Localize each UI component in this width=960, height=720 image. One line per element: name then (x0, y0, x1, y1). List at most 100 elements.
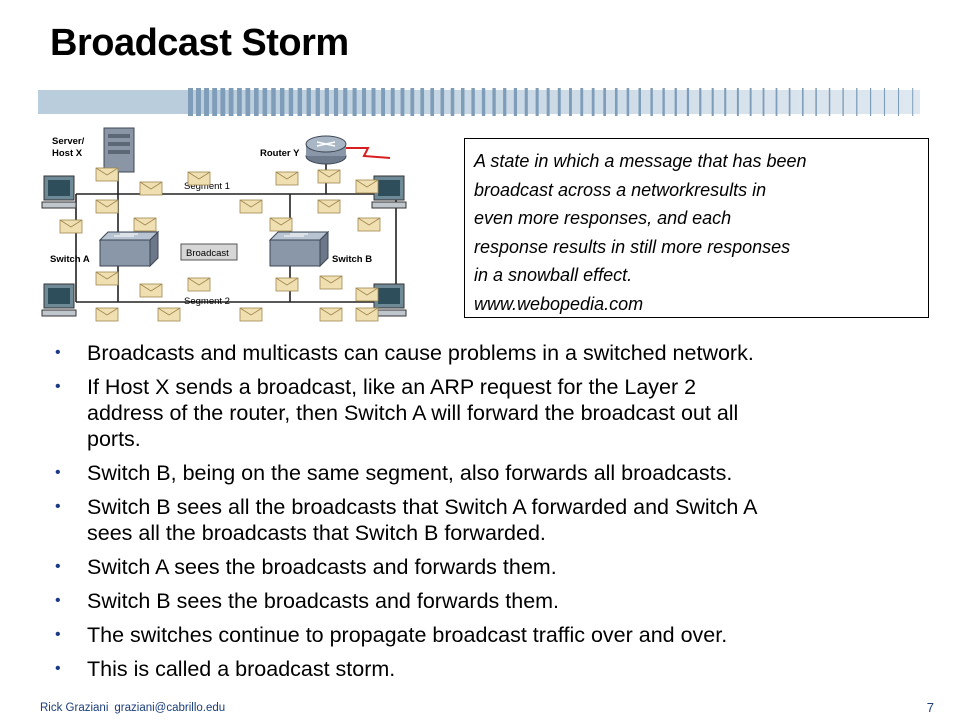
serial-link-icon (346, 147, 391, 159)
stripe (262, 88, 268, 116)
bullet-item: •If Host X sends a broadcast, like an AR… (55, 375, 739, 451)
stripe (674, 88, 677, 116)
stripe (869, 88, 872, 116)
pc-icon (371, 283, 407, 317)
stripe (400, 88, 405, 116)
stripe (333, 88, 339, 116)
envelope-icon (95, 307, 119, 322)
stripe (371, 88, 376, 116)
stripe (306, 88, 311, 116)
stripe (775, 88, 778, 116)
stripe (471, 88, 475, 116)
stripe (288, 88, 294, 116)
footer-author: Rick Graziani (40, 702, 109, 714)
definition-source: www.webopedia.com (474, 293, 644, 314)
server-icon (103, 127, 135, 173)
switch-b-icon (268, 230, 330, 268)
pc-icon (41, 283, 77, 317)
stripe (912, 88, 914, 116)
segment-2-label: Segment 2 (184, 296, 230, 307)
definition-line: in a snowball effect. (474, 265, 633, 285)
switch-b-label: Switch B (332, 254, 372, 265)
router-icon (305, 135, 347, 165)
envelope-icon (139, 181, 163, 196)
stripe (315, 88, 320, 116)
stripe (815, 88, 817, 116)
definition-line: broadcast across a networkresults in (474, 179, 767, 200)
stripe (245, 88, 251, 116)
bullet-dot-icon: • (55, 378, 61, 395)
envelope-icon (317, 169, 341, 184)
stripe (430, 88, 435, 116)
stripe (204, 88, 209, 116)
bullet-dot-icon: • (55, 592, 61, 609)
broadcast-label: Broadcast (186, 248, 229, 259)
envelope-icon (319, 307, 343, 322)
stripe (361, 88, 367, 116)
switch-a-label: Switch A (50, 254, 90, 265)
envelope-icon (317, 199, 341, 214)
envelope-icon (139, 283, 163, 298)
bullet-item: •Broadcasts and multicasts can cause pro… (55, 341, 754, 365)
bullet-dot-icon: • (55, 626, 61, 643)
definition-box: A state in which a message that has been… (464, 138, 929, 318)
stripe (420, 88, 425, 116)
stripe (390, 88, 395, 116)
stripe (524, 88, 528, 116)
page-number: 7 (926, 700, 934, 715)
bullet-dot-icon: • (55, 498, 61, 515)
router-y-label: Router Y (260, 148, 300, 159)
envelope-icon (133, 217, 157, 232)
broadcast-storm-diagram: Server/ Host X Router Y Segment 1 Segmen… (41, 127, 407, 322)
stripe (580, 88, 584, 116)
stripe (492, 88, 496, 116)
broadcast-label-box (180, 243, 238, 261)
stripe (381, 88, 386, 116)
definition-line: response results in still more responses (474, 236, 791, 257)
envelope-icon (95, 167, 119, 182)
stripe (343, 88, 348, 116)
bullet-item: •Switch B sees all the broadcasts that S… (55, 495, 758, 545)
stripe (188, 88, 193, 116)
stripe (898, 88, 900, 116)
stripe (481, 88, 486, 116)
decorative-stripe-bar (38, 88, 920, 116)
stripe (503, 88, 507, 116)
bullet-item: •This is called a broadcast storm. (55, 657, 396, 681)
envelope-icon (239, 307, 263, 322)
envelope-icon (357, 217, 381, 232)
slide-title: Broadcast Storm (50, 22, 349, 64)
envelope-icon (269, 217, 293, 232)
stripe (711, 88, 714, 116)
stripe (279, 88, 285, 116)
segment-1-label: Segment 1 (184, 181, 230, 192)
stripe (535, 88, 539, 116)
stripe (440, 88, 445, 116)
pc-icon (371, 175, 407, 209)
envelope-icon (59, 219, 83, 234)
envelope-icon (355, 179, 379, 194)
switch-a-icon (98, 230, 160, 268)
bullet-dot-icon: • (55, 344, 61, 361)
stripe (788, 88, 791, 116)
stripe (212, 88, 218, 116)
envelope-icon (275, 171, 299, 186)
envelope-icon (239, 199, 263, 214)
envelope-icon (95, 199, 119, 214)
stripe (724, 88, 727, 116)
envelope-icon (355, 307, 379, 322)
stripe (842, 88, 844, 116)
stripe (736, 88, 739, 116)
stripe (699, 88, 702, 116)
stripe (461, 88, 465, 116)
envelope-icon (187, 171, 211, 186)
envelope-icon (275, 277, 299, 292)
stripe (686, 88, 690, 116)
stripe (253, 88, 259, 116)
bullet-dot-icon: • (55, 558, 61, 575)
envelope-icon (157, 307, 181, 322)
stripe (569, 88, 572, 116)
bullet-dot-icon: • (55, 464, 61, 481)
bullet-list: •Broadcasts and multicasts can cause pro… (50, 340, 940, 690)
